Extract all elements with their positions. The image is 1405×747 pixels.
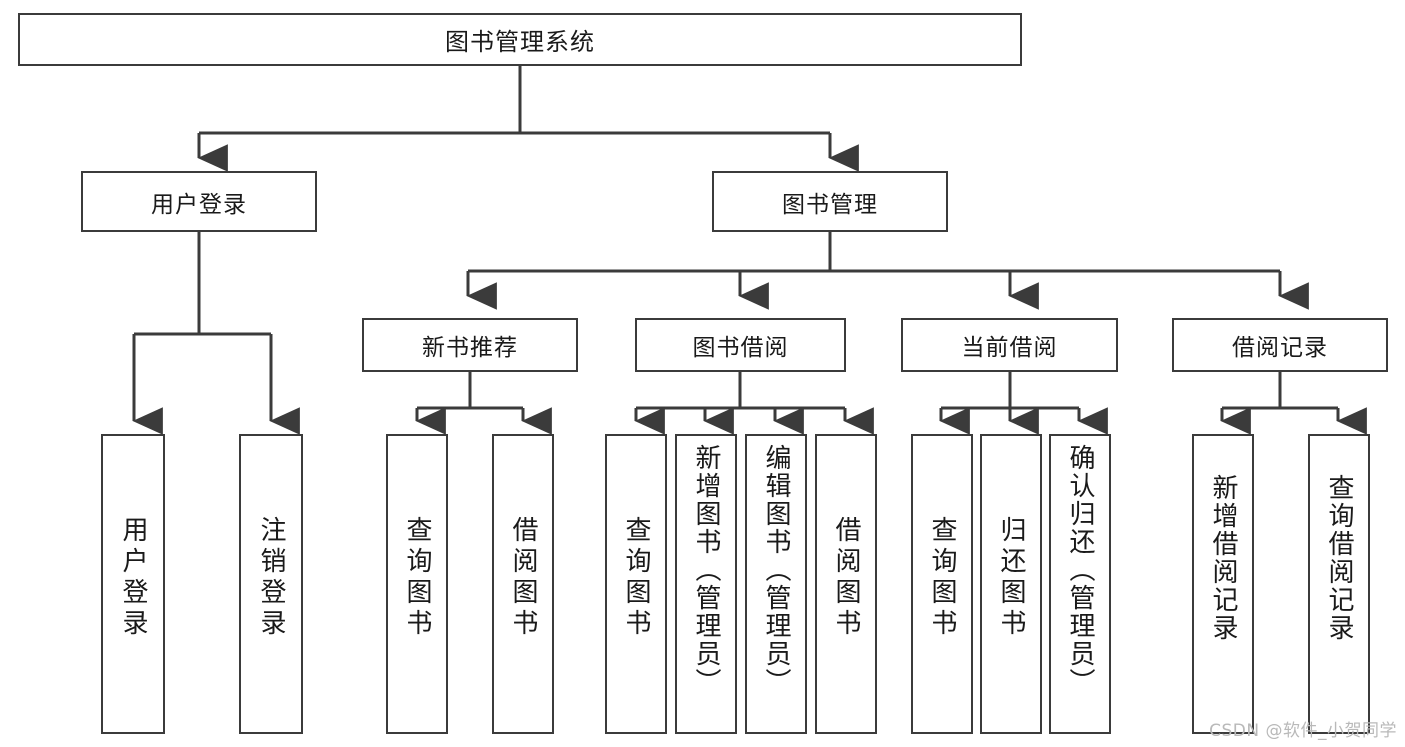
node-label: 借阅记录 — [1232, 335, 1328, 361]
node-new-book-recommend[interactable]: 新书推荐 — [362, 318, 578, 372]
node-label: 确认归还（管理员） — [1065, 444, 1096, 696]
node-book-borrow[interactable]: 图书借阅 — [635, 318, 846, 372]
leaf-borrow-edit-book-admin[interactable]: 编辑图书（管理员） — [745, 434, 807, 734]
node-label: 查询图书 — [402, 516, 433, 640]
node-current-borrow[interactable]: 当前借阅 — [901, 318, 1118, 372]
node-user-login[interactable]: 用户登录 — [81, 171, 317, 232]
node-label: 用户登录 — [118, 516, 149, 640]
node-label: 图书管理 — [782, 191, 878, 218]
node-label: 归还图书 — [996, 516, 1027, 640]
leaf-user-login-logout[interactable]: 注销登录 — [239, 434, 303, 734]
node-label: 新增图书（管理员） — [691, 444, 722, 696]
leaf-record-add-record[interactable]: 新增借阅记录 — [1192, 434, 1254, 734]
node-label: 新增借阅记录 — [1208, 474, 1239, 642]
node-borrow-record[interactable]: 借阅记录 — [1172, 318, 1388, 372]
node-label: 图书管理系统 — [445, 28, 595, 56]
node-label: 用户登录 — [151, 191, 247, 218]
node-label: 图书借阅 — [692, 335, 789, 361]
watermark-text: CSDN @软件_小贺同学 — [1209, 721, 1397, 741]
node-label: 当前借阅 — [961, 335, 1058, 361]
leaf-record-query-record[interactable]: 查询借阅记录 — [1308, 434, 1370, 734]
node-label: 借阅图书 — [831, 516, 862, 640]
leaf-current-query-book[interactable]: 查询图书 — [911, 434, 973, 734]
leaf-recommend-query-book[interactable]: 查询图书 — [386, 434, 448, 734]
node-label: 借阅图书 — [508, 516, 539, 640]
leaf-borrow-borrow-book[interactable]: 借阅图书 — [815, 434, 877, 734]
leaf-borrow-query-book[interactable]: 查询图书 — [605, 434, 667, 734]
node-book-management[interactable]: 图书管理 — [712, 171, 948, 232]
node-label: 注销登录 — [256, 516, 287, 640]
leaf-current-confirm-return-admin[interactable]: 确认归还（管理员） — [1049, 434, 1111, 734]
leaf-current-return-book[interactable]: 归还图书 — [980, 434, 1042, 734]
node-label: 查询借阅记录 — [1324, 474, 1355, 642]
node-label: 编辑图书（管理员） — [761, 444, 792, 696]
leaf-user-login-login[interactable]: 用户登录 — [101, 434, 165, 734]
leaf-borrow-add-book-admin[interactable]: 新增图书（管理员） — [675, 434, 737, 734]
node-label: 查询图书 — [927, 516, 958, 640]
leaf-recommend-borrow-book[interactable]: 借阅图书 — [492, 434, 554, 734]
node-label: 查询图书 — [621, 516, 652, 640]
node-root-system[interactable]: 图书管理系统 — [18, 13, 1022, 66]
node-label: 新书推荐 — [422, 335, 518, 361]
